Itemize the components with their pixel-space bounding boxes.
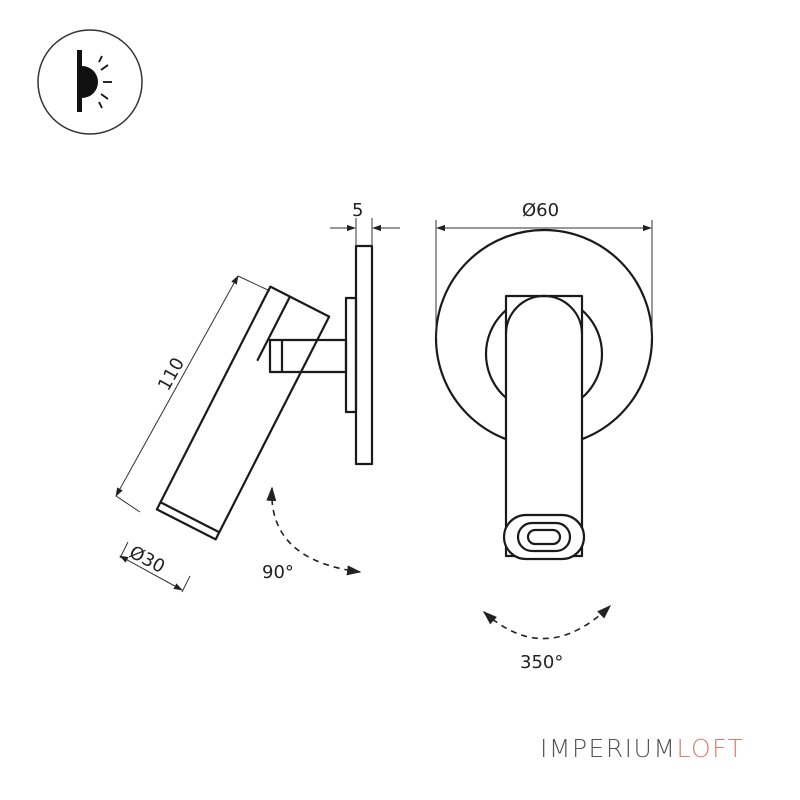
front-view — [434, 228, 654, 561]
rotation-arc: 350° — [482, 604, 612, 673]
dim-plate-diameter: Ø60 — [435, 200, 653, 338]
brand-logo: IMPERIUMLOFT — [540, 734, 744, 763]
dim-plate-diameter-label: Ø60 — [522, 200, 559, 221]
brand-name-part2: LOFT — [676, 734, 745, 763]
dim-body-diameter-label: Ø30 — [126, 542, 169, 578]
tilt-arc: 90° — [262, 486, 362, 583]
arm — [268, 338, 348, 374]
dim-thickness: 5 — [330, 200, 400, 246]
wall-plate — [354, 244, 374, 466]
dim-body-diameter: Ø30 — [119, 541, 191, 593]
tilt-angle-label: 90° — [262, 562, 294, 583]
dim-thickness-label: 5 — [352, 200, 363, 221]
plate-boss — [344, 296, 358, 414]
tilted-body — [155, 285, 331, 541]
wall-light-icon — [37, 29, 143, 135]
brand-name-part1: IMPERIUM — [540, 734, 677, 763]
rotation-angle-label: 350° — [520, 652, 563, 673]
side-view — [155, 244, 374, 541]
